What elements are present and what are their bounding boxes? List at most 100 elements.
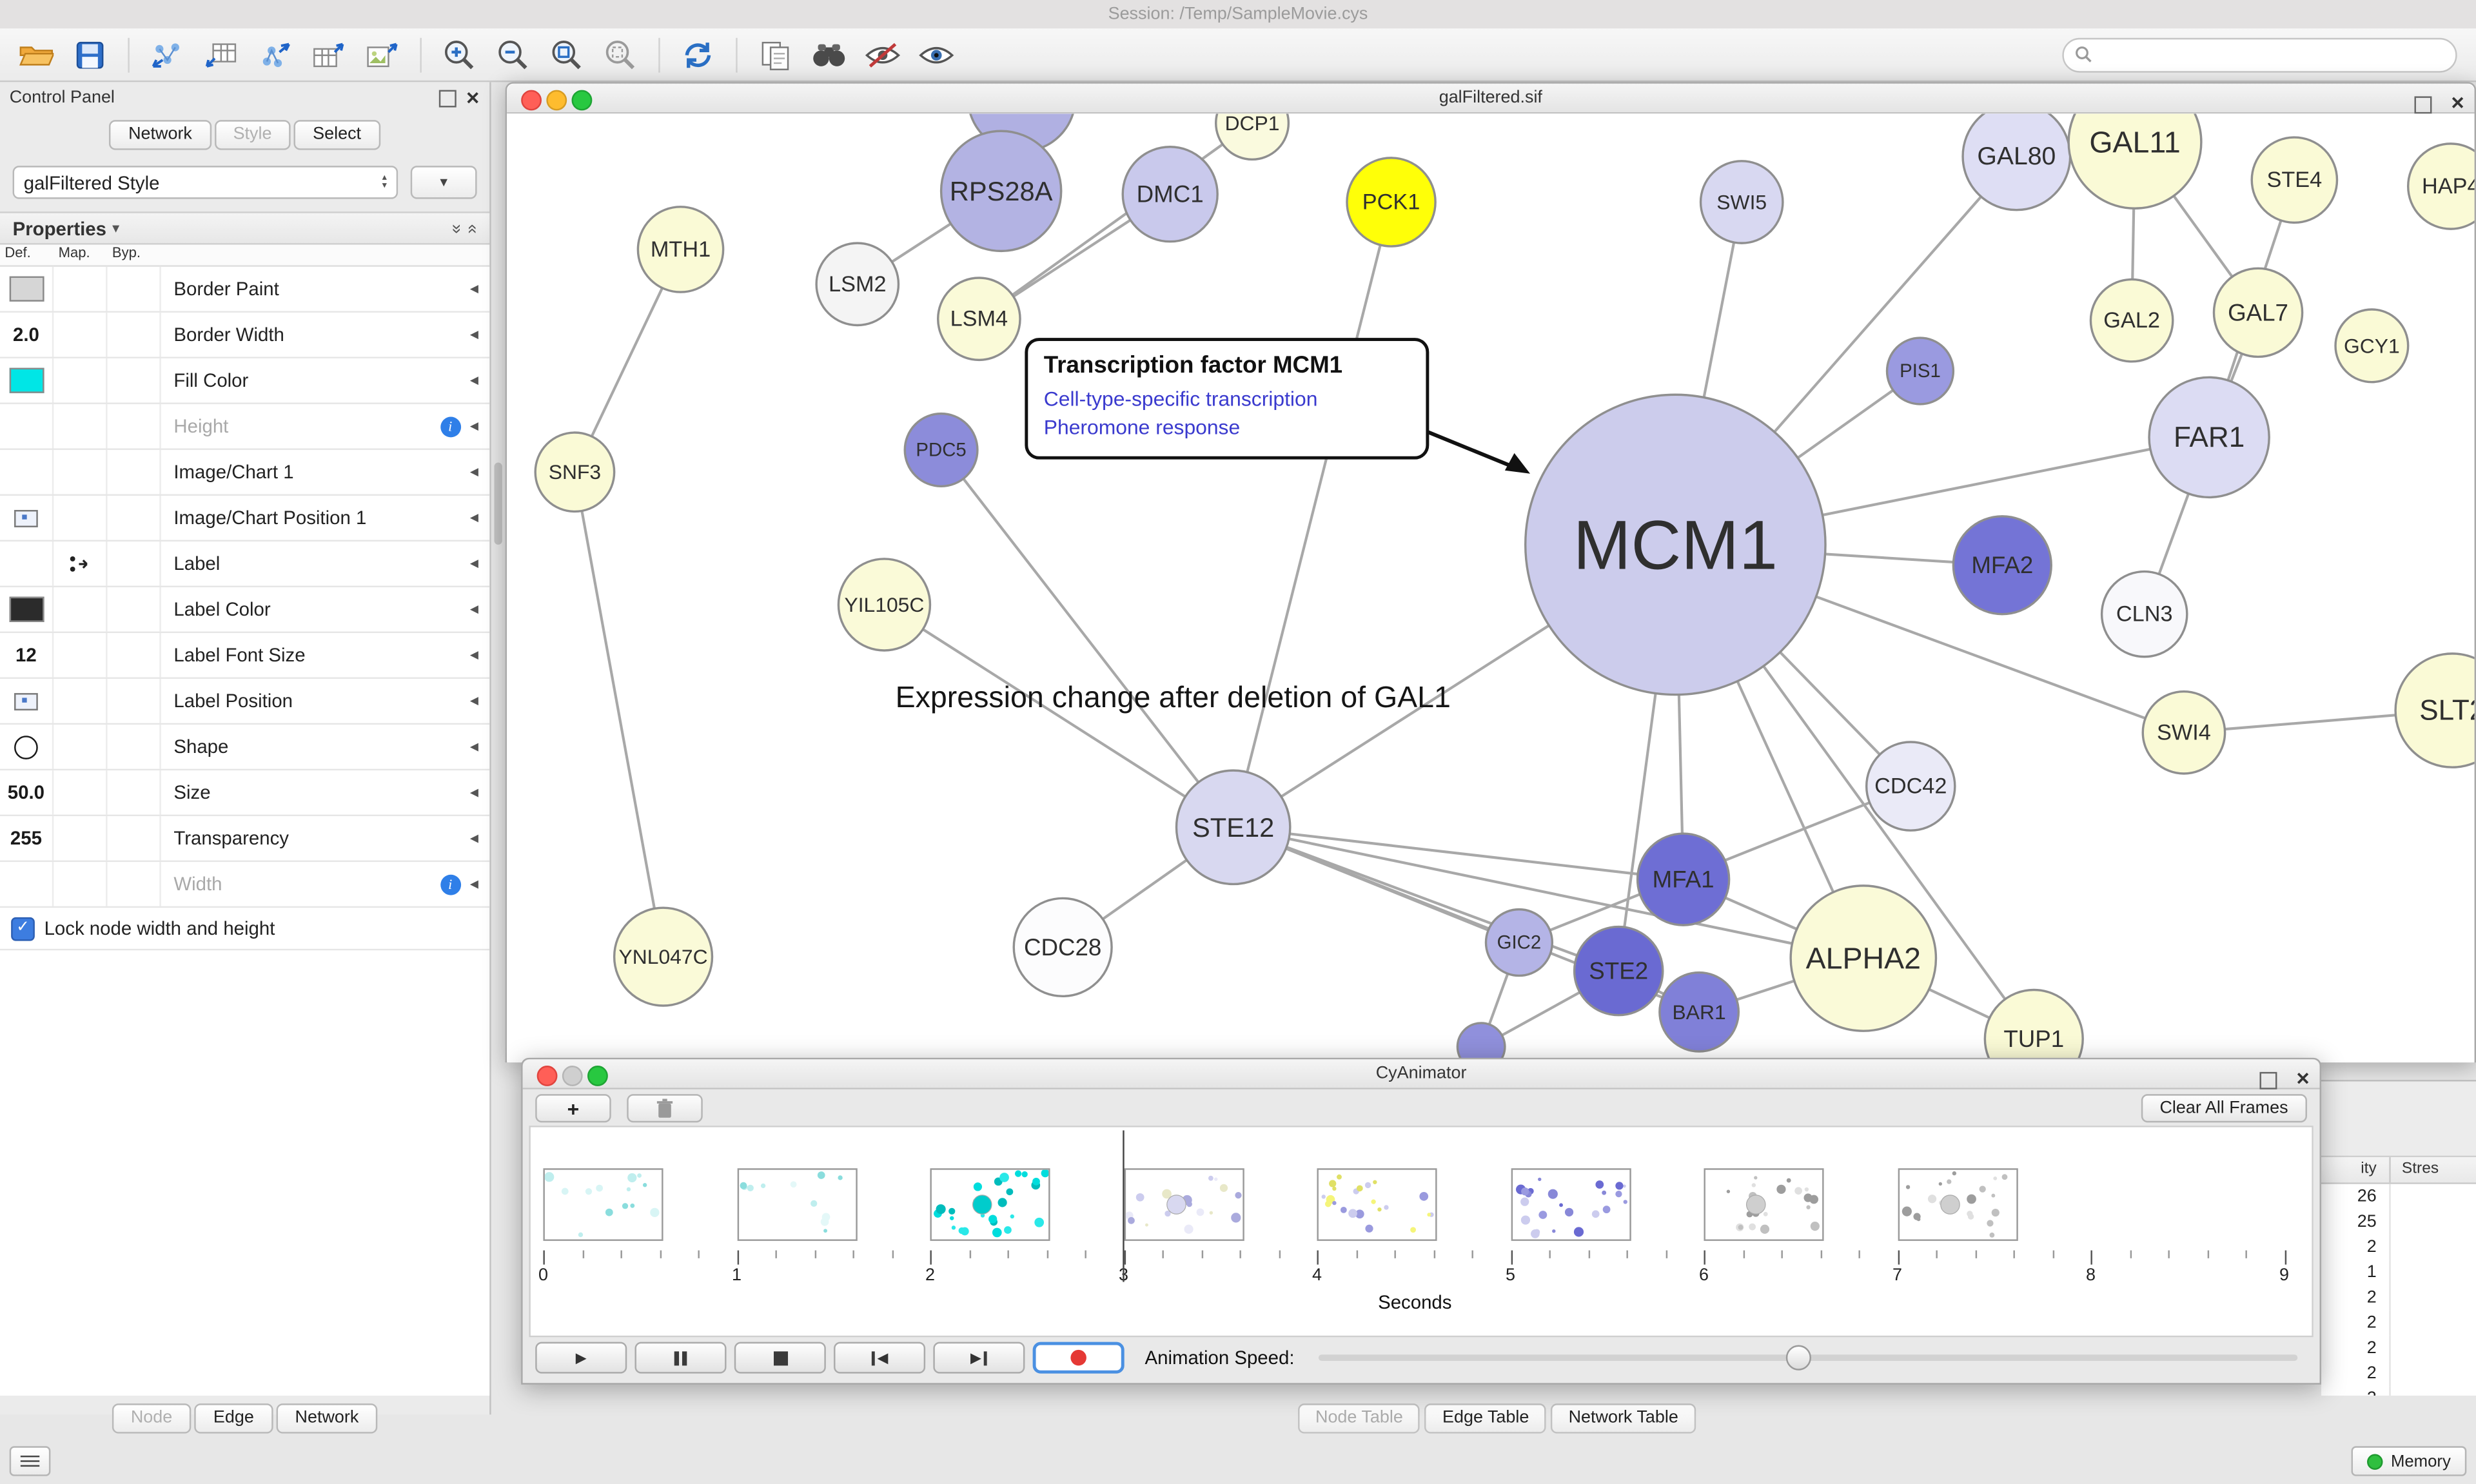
close-icon[interactable]: ✕ (2450, 94, 2465, 114)
expand-row-icon[interactable]: ◀ (469, 879, 479, 891)
vertical-scrollbar[interactable] (494, 462, 502, 545)
network-node[interactable] (2334, 308, 2410, 384)
export-table-button[interactable] (305, 34, 352, 75)
export-image-button[interactable] (359, 34, 406, 75)
network-node[interactable] (1699, 160, 1784, 244)
network-node[interactable] (2407, 142, 2475, 230)
network-node[interactable] (1456, 1022, 1506, 1063)
pause-button[interactable] (634, 1342, 727, 1374)
duplicate-network-button[interactable] (752, 34, 799, 75)
timeline-frame[interactable] (736, 1168, 857, 1241)
property-row[interactable]: Shape◀ (0, 725, 490, 771)
close-traffic-light[interactable] (521, 90, 542, 111)
timeline-frame[interactable] (543, 1168, 663, 1241)
network-node[interactable] (2100, 570, 2188, 658)
expand-row-icon[interactable]: ◀ (469, 284, 479, 295)
network-node[interactable] (815, 242, 900, 327)
memory-button[interactable]: Memory (2351, 1446, 2467, 1476)
table-row[interactable]: 2 (2321, 1310, 2476, 1336)
tab-style[interactable]: Style (214, 120, 291, 150)
network-node[interactable] (534, 431, 616, 513)
network-node[interactable] (1952, 515, 2052, 616)
network-node[interactable] (1215, 113, 1290, 161)
style-options-button[interactable]: ▼ (410, 166, 477, 199)
expand-row-icon[interactable]: ◀ (469, 650, 479, 662)
network-node[interactable] (1346, 157, 1437, 248)
timeline-frame[interactable] (1510, 1168, 1631, 1241)
animation-speed-slider[interactable] (1318, 1345, 2298, 1371)
expand-row-icon[interactable]: ◀ (469, 604, 479, 616)
network-node[interactable] (1121, 146, 1219, 243)
table-row[interactable]: 2 (2321, 1235, 2476, 1260)
network-window-titlebar[interactable]: galFiltered.sif ✕ (507, 83, 2475, 114)
zoom-out-button[interactable] (489, 34, 536, 75)
zoom-selected-button[interactable] (597, 34, 644, 75)
network-node[interactable] (939, 130, 1063, 253)
network-node[interactable] (2250, 136, 2339, 224)
network-node[interactable] (1524, 393, 1827, 696)
export-network-button[interactable] (251, 34, 298, 75)
table-row[interactable]: 25 (2321, 1209, 2476, 1235)
network-node[interactable] (837, 558, 932, 652)
minimize-traffic-light[interactable] (562, 1066, 583, 1086)
stop-button[interactable] (734, 1342, 826, 1374)
property-row[interactable]: Border Paint◀ (0, 266, 490, 313)
slider-handle[interactable] (1785, 1345, 1811, 1371)
network-node[interactable] (1658, 971, 1740, 1053)
expand-all-icon[interactable]: « (462, 223, 482, 233)
float-window-icon[interactable] (2259, 1071, 2277, 1089)
expand-row-icon[interactable]: ◀ (469, 742, 479, 754)
expand-row-icon[interactable]: ◀ (469, 834, 479, 845)
table-row[interactable]: 2 (2321, 1361, 2476, 1387)
info-icon[interactable]: i (440, 416, 461, 437)
lock-size-checkbox[interactable]: ✓ (11, 916, 35, 941)
float-window-icon[interactable] (2413, 95, 2432, 113)
network-node[interactable] (1175, 769, 1292, 886)
expand-row-icon[interactable]: ◀ (469, 421, 479, 433)
expand-row-icon[interactable]: ◀ (469, 329, 479, 341)
property-row[interactable]: Label◀ (0, 542, 490, 588)
network-node[interactable] (1484, 908, 1554, 977)
network-node[interactable] (1573, 925, 1664, 1017)
network-node[interactable] (1865, 741, 1956, 832)
search-box[interactable] (2062, 37, 2457, 72)
close-icon[interactable]: ✕ (465, 89, 480, 108)
annotation-link-1[interactable]: Cell-type-specific transcription (1043, 387, 1318, 411)
close-traffic-light[interactable] (536, 1066, 558, 1086)
network-node[interactable] (613, 906, 714, 1007)
timeline-frame[interactable] (1897, 1168, 2018, 1241)
tab-node-table[interactable]: Node Table (1298, 1403, 1420, 1434)
tab-network[interactable]: Network (109, 120, 211, 150)
network-node[interactable] (1983, 988, 2084, 1063)
zoom-traffic-light[interactable] (587, 1066, 608, 1086)
expand-row-icon[interactable]: ◀ (469, 788, 479, 799)
expand-row-icon[interactable]: ◀ (469, 375, 479, 387)
timeline-frame[interactable] (1317, 1168, 1437, 1241)
network-node[interactable] (2212, 267, 2304, 358)
annotation-link-2[interactable]: Pheromone response (1043, 415, 1241, 439)
tab-network-table[interactable]: Network Table (1551, 1403, 1696, 1434)
import-table-button[interactable] (197, 34, 244, 75)
table-row[interactable]: 2 (2321, 1285, 2476, 1311)
table-column-header[interactable]: Stres (2401, 1160, 2439, 1178)
timeline-frame[interactable] (1704, 1168, 1824, 1241)
network-node[interactable] (903, 412, 979, 488)
import-network-button[interactable] (144, 34, 191, 75)
tab-node-style[interactable]: Node (112, 1403, 192, 1434)
tab-edge-table[interactable]: Edge Table (1425, 1403, 1547, 1434)
search-input[interactable] (2098, 43, 2445, 66)
playhead[interactable] (1123, 1130, 1125, 1282)
tab-edge-style[interactable]: Edge (194, 1403, 273, 1434)
expand-row-icon[interactable]: ◀ (469, 467, 479, 479)
network-node[interactable] (2394, 652, 2475, 768)
network-caption[interactable]: Expression change after deletion of GAL1 (895, 681, 1451, 716)
properties-header[interactable]: Properties ▾ » « (0, 211, 490, 245)
close-icon[interactable]: ✕ (2295, 1070, 2310, 1089)
property-row[interactable]: Label Position◀ (0, 679, 490, 725)
delete-frame-button[interactable] (627, 1094, 703, 1123)
network-node[interactable] (2148, 376, 2270, 499)
